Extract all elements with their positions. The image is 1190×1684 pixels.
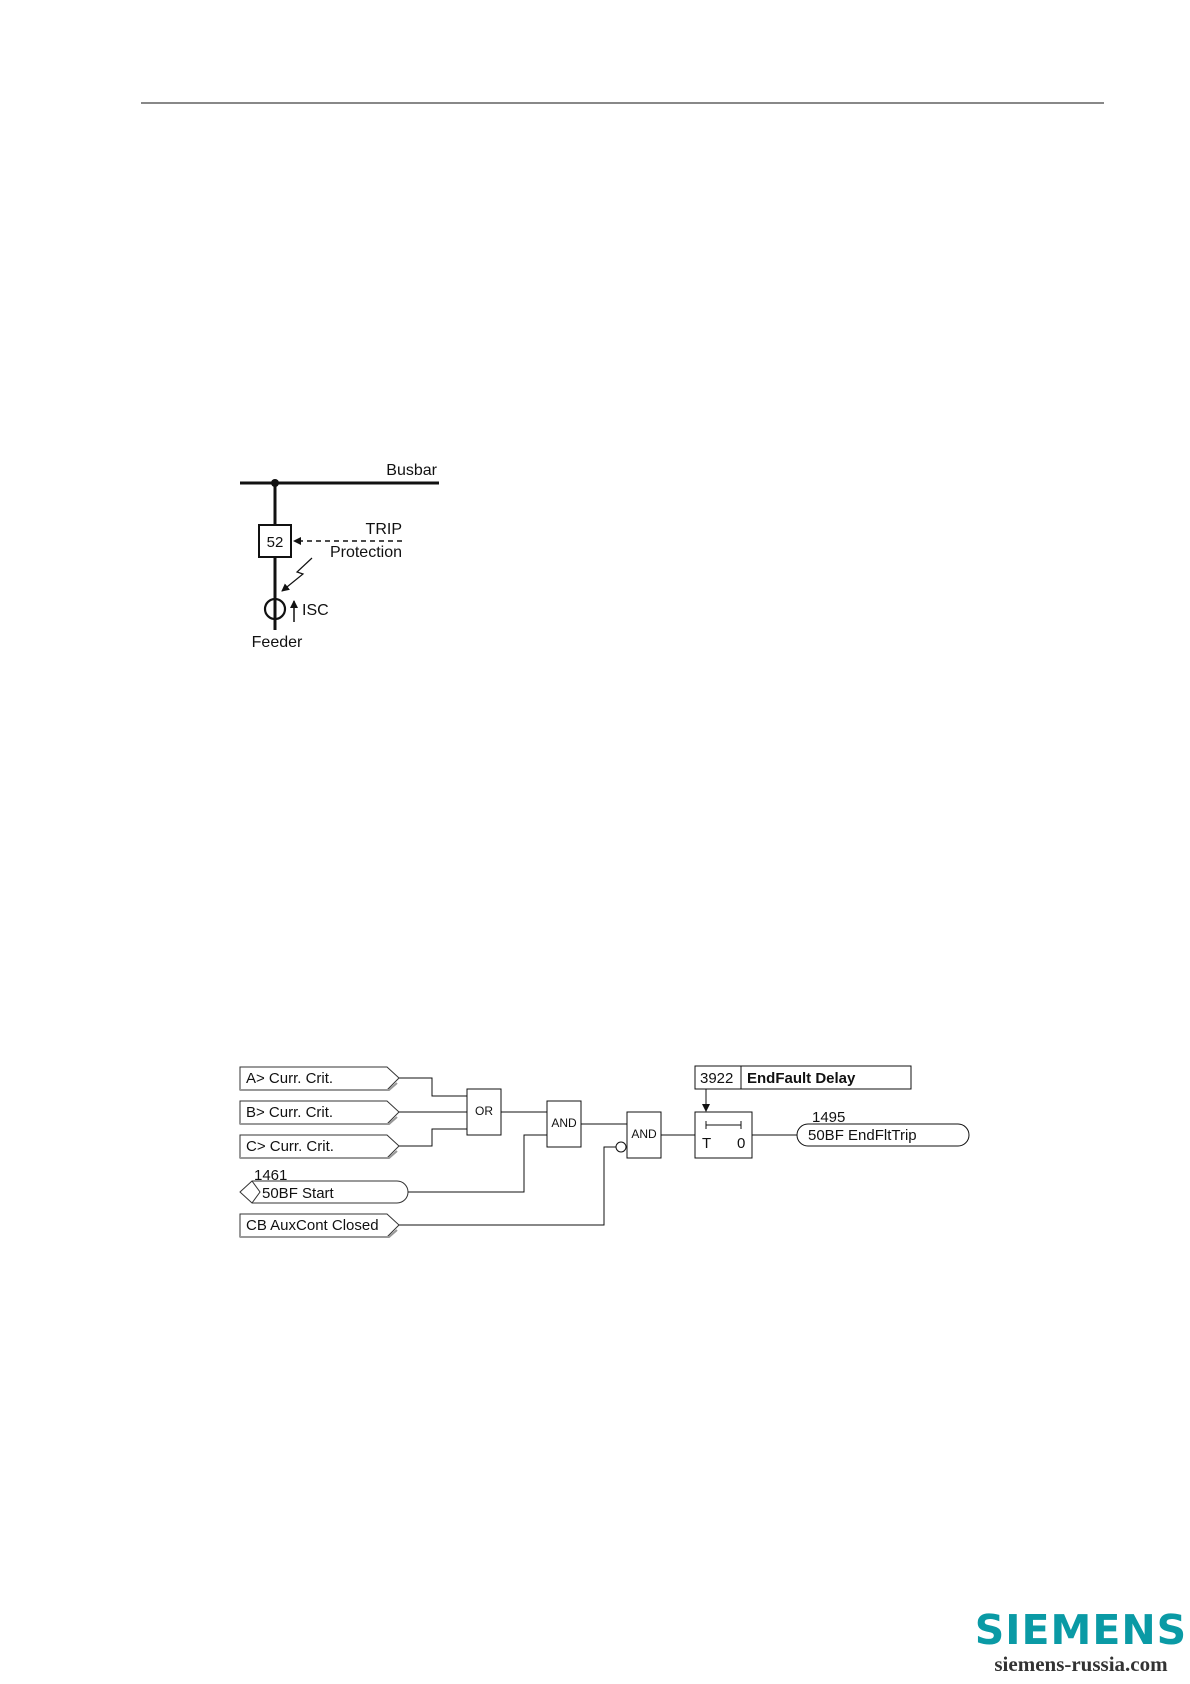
protection-label: Protection xyxy=(330,544,402,561)
breaker-52-label: 52 xyxy=(267,534,284,551)
input-50bf-start: 1461 50BF Start xyxy=(240,1167,408,1203)
input-b-label: B> Curr. Crit. xyxy=(246,1104,333,1121)
input-c-curr-crit: C> Curr. Crit. xyxy=(240,1135,399,1158)
wire-a-to-or xyxy=(399,1078,467,1096)
endfault-logic-diagram: A> Curr. Crit. B> Curr. Crit. C> Curr. C… xyxy=(240,1066,969,1237)
start-label: 50BF Start xyxy=(262,1185,335,1202)
busbar-label: Busbar xyxy=(386,462,437,479)
or-gate-label: OR xyxy=(475,1104,493,1118)
input-a-label: A> Curr. Crit. xyxy=(246,1070,333,1087)
busbar-diagram: Busbar 52 TRIP Protection ISC Feeder xyxy=(240,462,439,651)
cb-aux-label: CB AuxCont Closed xyxy=(246,1217,379,1234)
timer-t-label: T xyxy=(702,1135,711,1152)
and-gate-2-label: AND xyxy=(631,1127,657,1141)
negation-circle xyxy=(616,1142,626,1152)
isc-label: ISC xyxy=(302,602,329,619)
input-c-label: C> Curr. Crit. xyxy=(246,1138,334,1155)
output-50bf-endflttrip: 1495 50BF EndFltTrip xyxy=(797,1109,969,1146)
wire-start-to-and1 xyxy=(408,1135,547,1192)
timer-zero-label: 0 xyxy=(737,1135,745,1152)
parameter-endfault-delay: 3922 EndFault Delay xyxy=(695,1066,911,1089)
output-number: 1495 xyxy=(812,1109,845,1126)
param-number: 3922 xyxy=(700,1070,733,1087)
siemens-brand: SIEMENS siemens-russia.com xyxy=(972,1608,1190,1676)
input-cb-auxcont-closed: CB AuxCont Closed xyxy=(240,1214,399,1237)
siemens-site-link[interactable]: siemens-russia.com xyxy=(972,1652,1190,1676)
wire-cbaux-to-and2 xyxy=(399,1147,616,1225)
siemens-logo: SIEMENS xyxy=(972,1608,1190,1652)
param-name: EndFault Delay xyxy=(747,1070,856,1087)
wire-c-to-or xyxy=(399,1129,467,1146)
input-b-curr-crit: B> Curr. Crit. xyxy=(240,1101,399,1124)
fault-lightning-icon xyxy=(282,558,312,591)
trip-label: TRIP xyxy=(366,521,402,538)
input-a-curr-crit: A> Curr. Crit. xyxy=(240,1067,399,1090)
and-gate-1-label: AND xyxy=(551,1116,577,1130)
output-label: 50BF EndFltTrip xyxy=(808,1127,917,1144)
feeder-label: Feeder xyxy=(252,634,303,651)
